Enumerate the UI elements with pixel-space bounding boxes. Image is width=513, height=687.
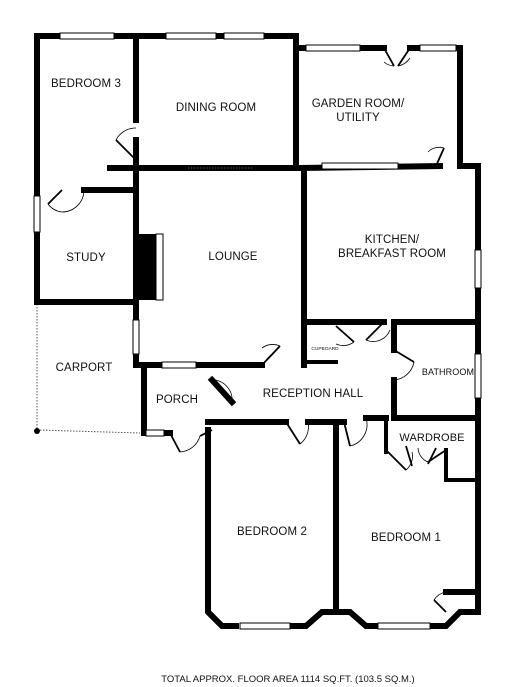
label-study: STUDY (66, 252, 106, 264)
fireplace (138, 233, 164, 301)
label-bedroom3: BEDROOM 3 (51, 78, 121, 90)
label-porch: PORCH (156, 394, 198, 406)
label-bedroom1: BEDROOM 1 (371, 532, 441, 544)
label-reception-hall: RECEPTION HALL (263, 388, 364, 400)
room-labels: BEDROOM 3 DINING ROOM GARDEN ROOM/ UTILI… (51, 78, 474, 544)
label-wardrobe: WARDROBE (399, 432, 464, 444)
label-lounge: LOUNGE (208, 251, 257, 263)
label-dining-room: DINING ROOM (176, 102, 256, 114)
carport-outline (34, 304, 141, 434)
label-bedroom2: BEDROOM 2 (237, 526, 307, 538)
label-garden-room-line2: UTILITY (336, 112, 380, 124)
label-carport: CARPORT (56, 362, 113, 374)
label-cupboard: CUPBOARD (311, 346, 339, 352)
label-garden-room-line1: GARDEN ROOM/ (312, 98, 405, 110)
floor-area-caption: TOTAL APPROX. FLOOR AREA 1114 SQ.FT. (10… (161, 674, 414, 685)
label-bathroom: BATHROOM (422, 367, 474, 377)
doors (47, 47, 447, 613)
label-kitchen-line1: KITCHEN/ (365, 234, 420, 246)
label-kitchen-line2: BREAKFAST ROOM (338, 248, 446, 260)
windows (33, 32, 482, 630)
